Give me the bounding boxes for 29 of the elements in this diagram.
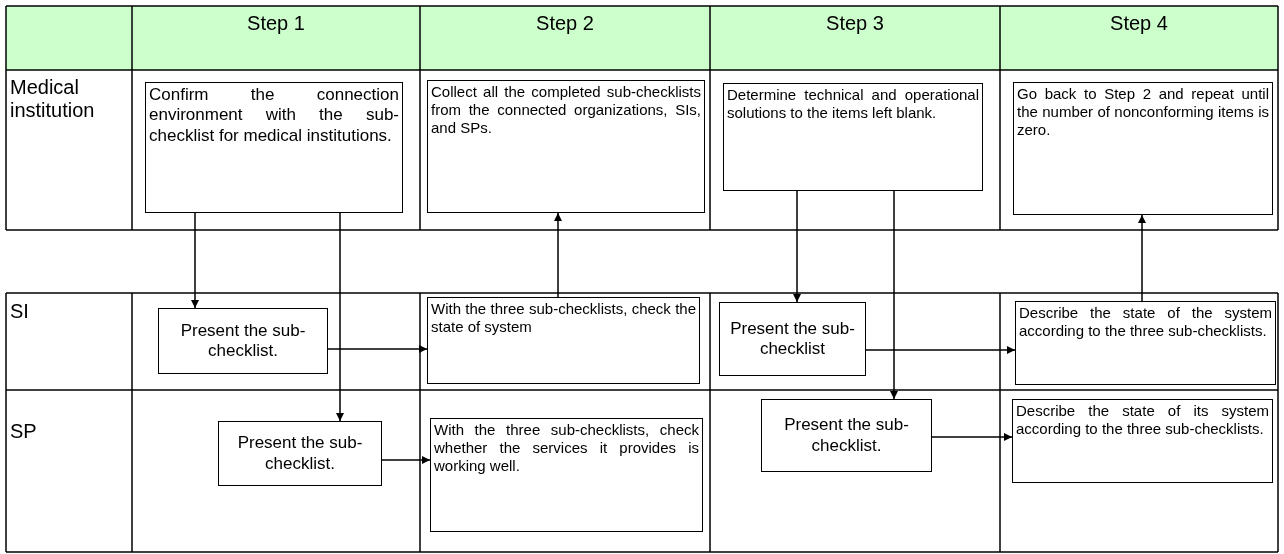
process-box: Collect all the completed sub-checklists from the connected organizations, SIs, and SPs. bbox=[427, 80, 705, 213]
column-header: Step 3 bbox=[710, 6, 1000, 70]
process-box: Confirm the connection environment with the sub-checklist for medical institutions. bbox=[145, 82, 403, 213]
column-header: Step 1 bbox=[132, 6, 420, 70]
arrow bbox=[890, 190, 898, 400]
process-box: Present the sub-checklist. bbox=[158, 308, 328, 374]
column-header: Step 2 bbox=[420, 6, 710, 70]
arrow bbox=[191, 212, 199, 309]
process-box: Describe the state of the system according to the three sub-checklists. bbox=[1015, 301, 1276, 385]
lane-label: SP bbox=[10, 420, 38, 443]
process-box: Present the sub-checklist bbox=[719, 302, 866, 376]
arrow bbox=[554, 212, 562, 298]
process-box: Determine technical and operational solutions to the items left blank. bbox=[723, 83, 983, 191]
lane-label: SI bbox=[10, 300, 30, 323]
arrow bbox=[931, 433, 1013, 441]
arrow bbox=[1138, 214, 1146, 302]
process-box: Present the sub-checklist. bbox=[761, 399, 932, 472]
process-box: With the three sub-checklists, check whether the services it provides is working well. bbox=[430, 418, 703, 532]
process-box: Go back to Step 2 and repeat until the number of nonconforming items is zero. bbox=[1013, 82, 1273, 215]
arrow bbox=[327, 345, 428, 353]
arrow bbox=[336, 212, 344, 422]
column-header: Step 4 bbox=[1000, 6, 1278, 70]
process-box: Describe the state of its system according to the three sub-checklists. bbox=[1012, 399, 1273, 483]
arrow bbox=[865, 346, 1016, 354]
process-box: With the three sub-checklists, check the state of system bbox=[427, 297, 700, 384]
lane-label: Medical institution bbox=[10, 76, 96, 122]
arrow bbox=[793, 190, 801, 303]
arrow bbox=[381, 456, 431, 464]
process-box: Present the sub-checklist. bbox=[218, 421, 382, 486]
